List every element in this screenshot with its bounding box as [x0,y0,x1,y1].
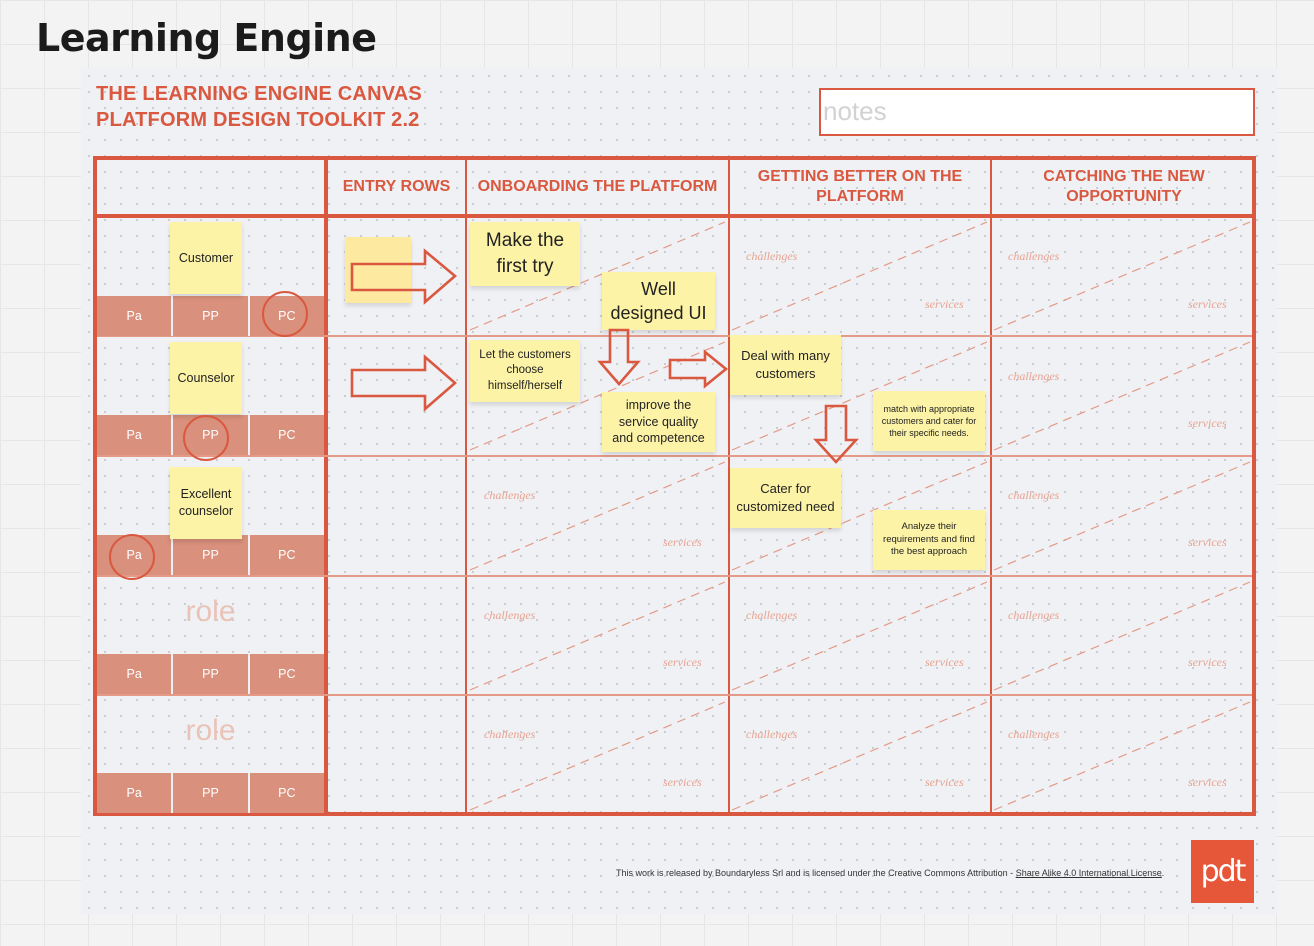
column-header-getting-better: GETTING BETTER ON THE PLATFORM [757,168,963,205]
cell-label-challenges: challenges [1008,608,1060,622]
sticky-make-first-try[interactable]: Make the first try [470,222,580,286]
role-pa: Pa [126,428,142,442]
cell-label-challenges: challenges [746,727,798,741]
row-divider [97,694,1252,696]
role-pa: Pa [126,786,142,800]
role-strip-5: Pa PP PC [97,773,324,813]
role-pc: PC [247,535,324,575]
row-divider [97,455,1252,457]
selection-circle-pc [262,291,308,337]
column-header-entry: ENTRY ROWS [342,178,451,195]
cell-label-challenges: challenges [484,608,536,622]
cell-label-services: services [925,655,964,669]
cell-label-challenges: challenges [484,727,536,741]
divider-entry [465,156,467,816]
notes-field[interactable]: notes [819,88,1255,136]
role-placeholder: role [185,714,236,747]
role-pp: PP [171,535,247,575]
sticky-deal-with-many[interactable]: Deal with many customers [730,335,841,395]
cell-label-services: services [663,775,702,789]
row-divider [97,335,1252,337]
cell-label-challenges: challenges [1008,249,1060,263]
cell-label-services: services [1188,416,1227,430]
row-divider [97,575,1252,577]
role-strip-4: Pa PP PC [97,654,324,694]
header-divider [93,214,1256,218]
divider-roles [324,156,328,816]
cell-label-challenges: challenges [746,608,798,622]
sticky-blank[interactable] [345,237,411,303]
cell-label-challenges: challenges [1008,488,1060,502]
cell-label-services: services [925,297,964,311]
sticky-counselor[interactable]: Counselor [170,342,242,414]
divider-onboarding [728,156,730,816]
role-pp: PP [171,654,247,694]
cell-label-challenges: challenges [1008,369,1060,383]
board-title: Learning Engine [36,16,377,60]
sticky-analyze-requirements[interactable]: Analyze their requirements and find the … [873,510,985,570]
cell-label-services: services [663,535,702,549]
license-note: This work is released by Boundaryless Sr… [616,868,1164,878]
sticky-improve-service[interactable]: improve the service quality and competen… [602,392,715,452]
canvas-grid [93,156,1256,816]
canvas-title-line1: THE LEARNING ENGINE CANVAS [96,83,422,105]
cell-label-services: services [1188,535,1227,549]
sticky-well-designed-ui[interactable]: Well designed UI [602,272,715,330]
column-header-onboarding: ONBOARDING THE PLATFORM [477,178,718,195]
sticky-excellent-counselor[interactable]: Excellent counselor [170,467,242,539]
role-pc: PC [247,654,324,694]
sticky-let-customers-choose[interactable]: Let the customers choose himself/herself [470,340,580,402]
license-end: . [1161,868,1165,878]
license-link[interactable]: Share Alike 4.0 International License [1015,868,1162,878]
cell-label-services: services [1188,775,1227,789]
role-pc: PC [247,415,324,455]
cell-label-challenges: challenges [484,488,536,502]
license-text: This work is released by Boundaryless Sr… [616,868,1016,878]
selection-circle-pp [183,415,229,461]
role-placeholder: role [185,595,236,628]
canvas-title-line2: PLATFORM DESIGN TOOLKIT 2.2 [96,109,420,131]
cell-label-services: services [925,775,964,789]
cell-label-services: services [663,655,702,669]
role-pa: Pa [126,309,142,323]
sticky-match-customers[interactable]: match with appropriate customers and cat… [873,391,985,451]
role-pp: PP [171,773,247,813]
column-header-catching: CATCHING THE NEW OPPORTUNITY [1043,168,1205,205]
divider-getting-better [990,156,992,816]
role-pp: PP [171,296,247,336]
sticky-cater-customized[interactable]: Cater for customized need [730,468,841,528]
sticky-customer[interactable]: Customer [170,222,242,294]
cell-label-challenges: challenges [746,249,798,263]
cell-label-services: services [1188,655,1227,669]
cell-label-challenges: challenges [1008,727,1060,741]
canvas-title: THE LEARNING ENGINE CANVAS PLATFORM DESI… [96,81,422,133]
role-pc: PC [247,773,324,813]
cell-label-services: services [1188,297,1227,311]
role-pa: Pa [126,667,142,681]
selection-circle-pa [109,534,155,580]
pdt-logo: pdt [1191,840,1254,903]
